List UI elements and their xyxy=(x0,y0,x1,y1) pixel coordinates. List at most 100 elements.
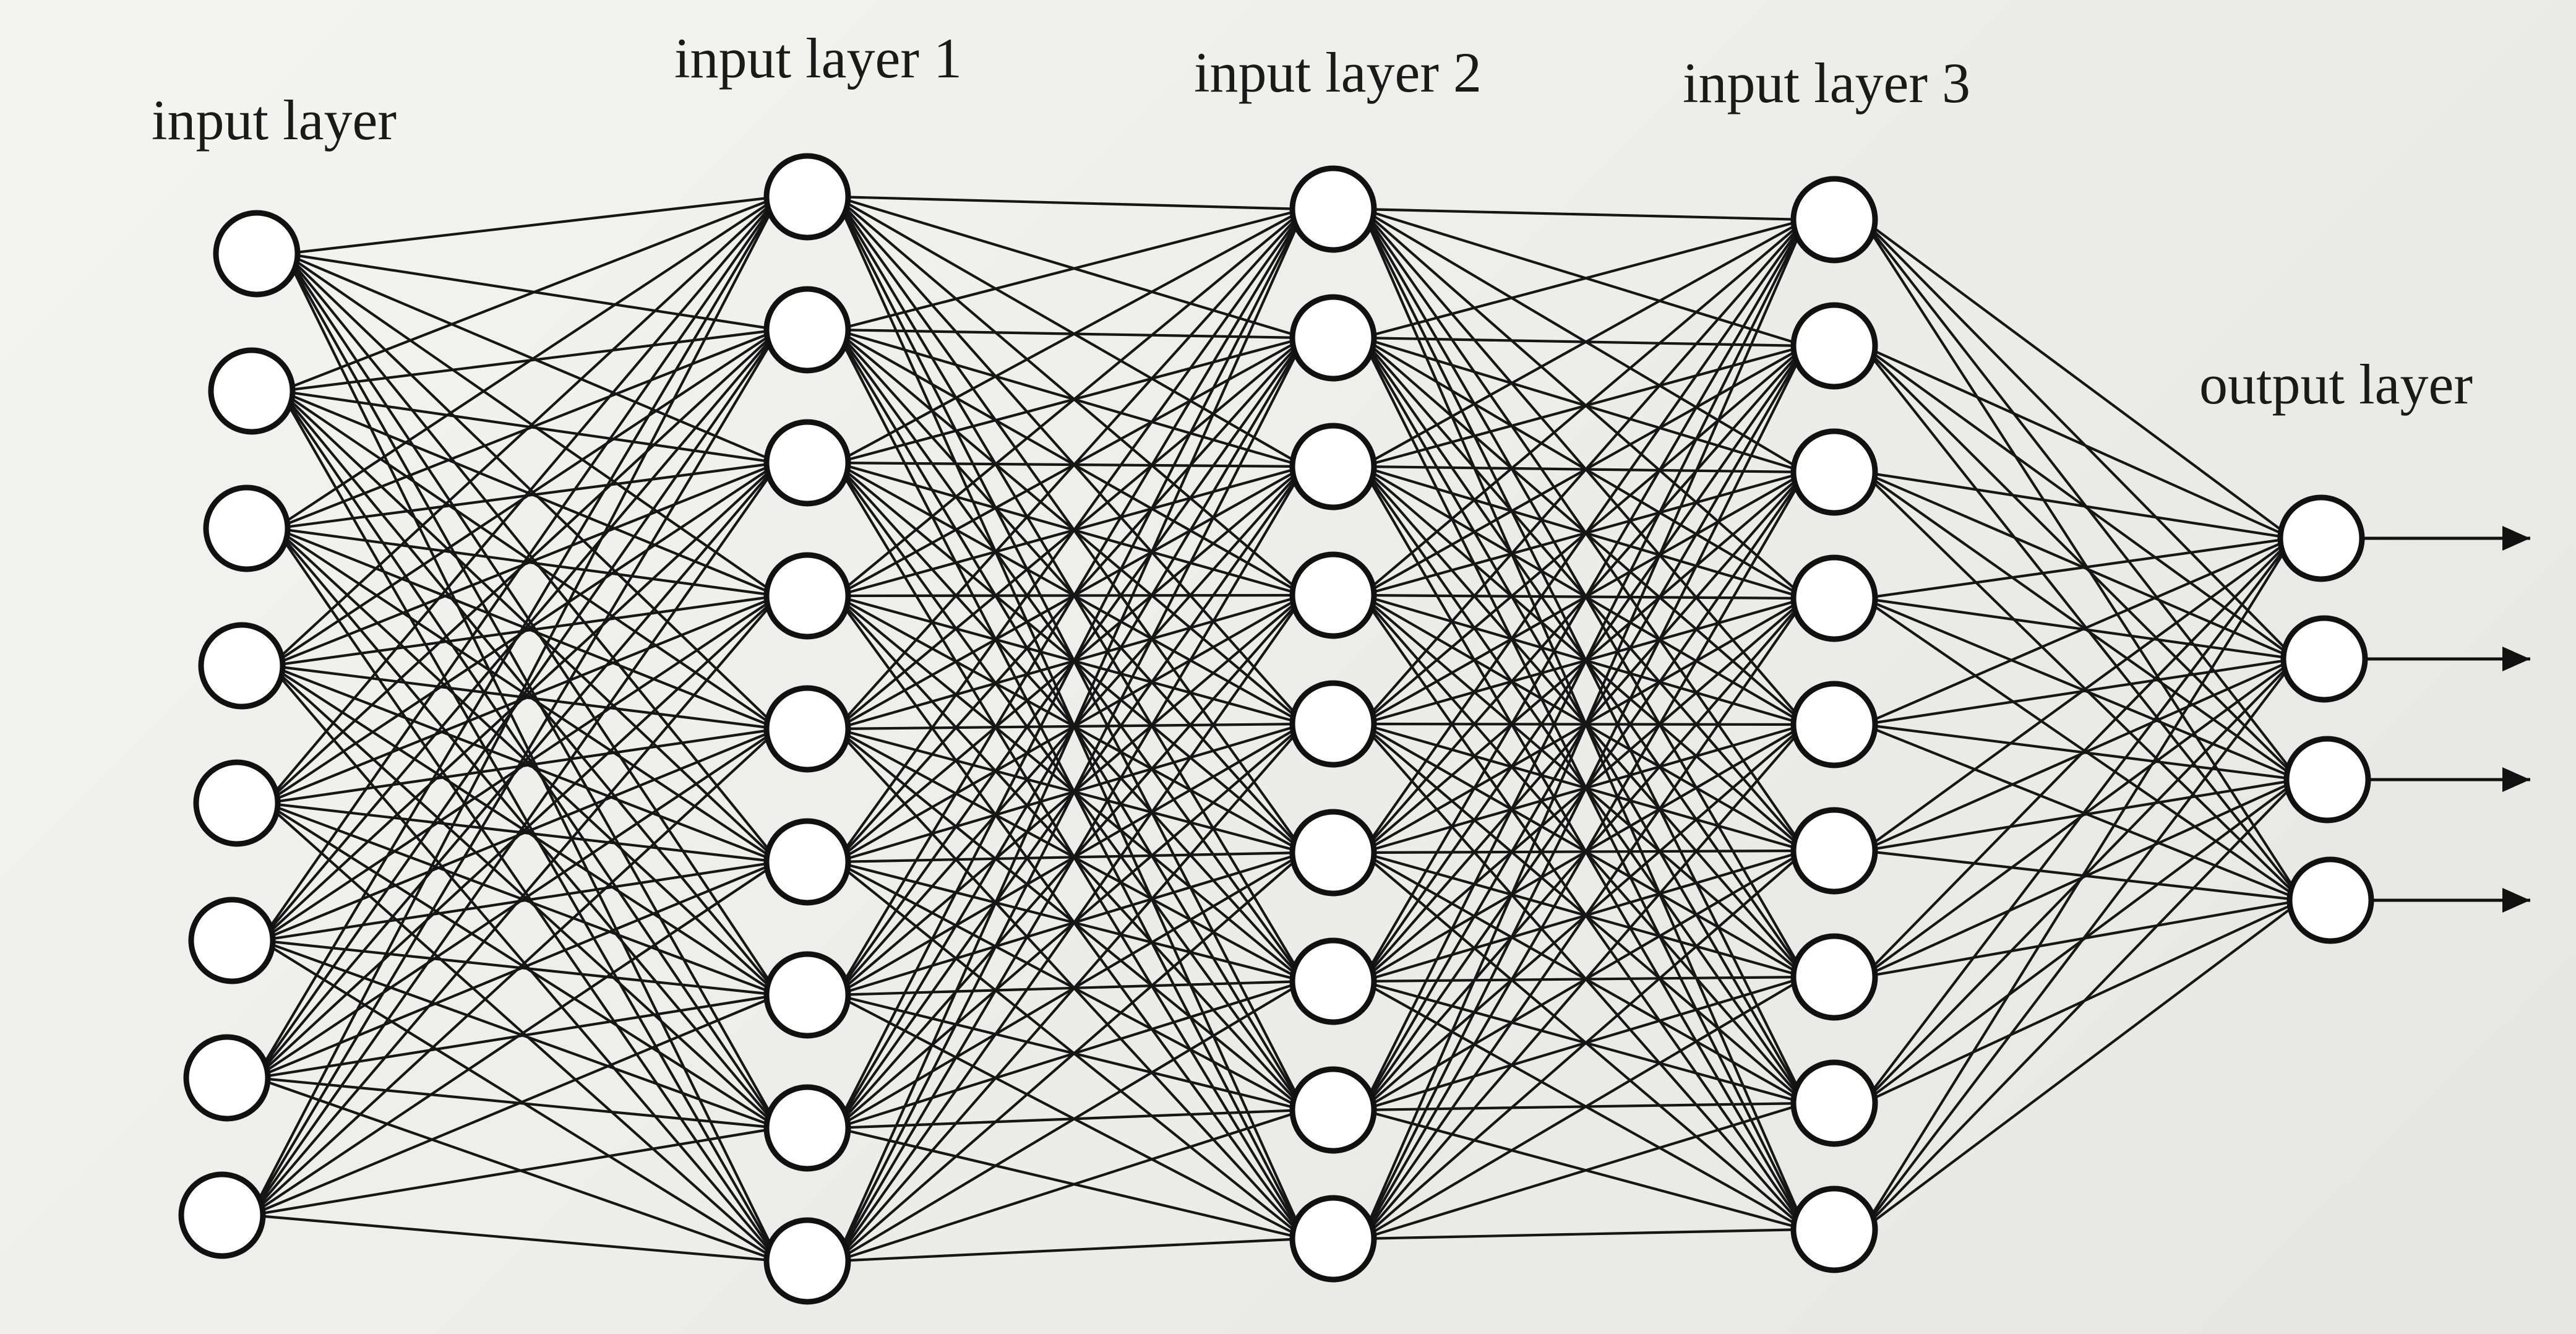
connection-hidden1-7-to-hidden2-7 xyxy=(836,1108,1305,1130)
connection-hidden1-0-to-hidden2-1 xyxy=(835,195,1305,340)
connection-hidden1-6-to-hidden2-0 xyxy=(835,208,1306,996)
connection-hidden1-2-to-hidden2-5 xyxy=(835,462,1306,854)
node-input-4 xyxy=(198,622,286,710)
connection-hidden3-8-to-output-0 xyxy=(1861,537,2294,1231)
connection-hidden1-8-to-hidden2-4 xyxy=(835,723,1306,1262)
connection-hidden1-2-to-hidden2-4 xyxy=(835,462,1305,725)
connection-hidden1-3-to-hidden2-1 xyxy=(835,337,1305,597)
node-hidden3-2 xyxy=(1790,302,1878,390)
node-hidden2-8 xyxy=(1289,1066,1377,1154)
connection-input-1-to-hidden1-0 xyxy=(280,196,779,392)
connection-hidden3-1-to-output-1 xyxy=(1861,345,2297,660)
node-hidden1-3 xyxy=(763,419,851,507)
connection-hidden1-8-to-hidden2-1 xyxy=(835,337,1306,1262)
node-hidden3-5 xyxy=(1790,681,1878,768)
node-hidden1-5 xyxy=(763,685,851,773)
connection-hidden1-0-to-hidden2-5 xyxy=(835,196,1306,854)
node-input-6 xyxy=(188,897,276,984)
connection-hidden1-2-to-hidden2-3 xyxy=(835,461,1305,597)
connection-hidden1-1-to-hidden2-0 xyxy=(835,207,1305,332)
connection-input-1-to-hidden1-7 xyxy=(279,390,780,1129)
connection-hidden3-0-to-output-0 xyxy=(1861,218,2294,540)
connection-input-2-to-hidden1-0 xyxy=(275,196,779,530)
node-input-7 xyxy=(183,1034,271,1122)
connection-hidden3-8-to-output-3 xyxy=(1861,899,2303,1231)
connection-hidden2-8-to-hidden3-7 xyxy=(1361,1101,1806,1241)
connection-input-7-to-hidden1-0 xyxy=(249,196,780,1216)
connection-hidden2-8-to-hidden3-2 xyxy=(1360,471,1807,1240)
connection-hidden1-2-to-hidden2-7 xyxy=(835,462,1306,1111)
connection-input-7-to-hidden1-2 xyxy=(249,462,780,1216)
connection-hidden1-1-to-hidden2-6 xyxy=(835,329,1306,983)
label-input-layer-2: input layer 2 xyxy=(1194,41,1482,104)
connection-hidden3-1-to-output-3 xyxy=(1861,345,2303,902)
label-input-layer-3: input layer 3 xyxy=(1683,51,1970,114)
connection-hidden1-4-to-hidden2-6 xyxy=(835,728,1305,983)
connection-hidden3-0-to-output-1 xyxy=(1861,218,2297,660)
node-hidden3-3 xyxy=(1790,428,1878,516)
connection-hidden1-8-to-hidden2-2 xyxy=(835,465,1306,1262)
connection-input-7-to-hidden1-4 xyxy=(249,728,780,1216)
node-hidden2-4 xyxy=(1289,551,1377,639)
connection-hidden1-3-to-hidden2-5 xyxy=(835,595,1305,854)
connection-hidden1-4-to-hidden2-0 xyxy=(835,208,1306,730)
connection-hidden3-2-to-output-0 xyxy=(1862,470,2293,540)
node-hidden1-2 xyxy=(763,286,851,374)
connection-hidden3-4-to-output-3 xyxy=(1862,723,2303,902)
label-output-layer: output layer xyxy=(2199,353,2473,416)
node-hidden2-6 xyxy=(1289,809,1377,897)
connection-hidden1-5-to-hidden2-5 xyxy=(836,851,1305,864)
label-input-layer-1: input layer 1 xyxy=(674,27,962,90)
connection-hidden2-8-to-hidden3-6 xyxy=(1361,976,1806,1240)
connection-hidden1-8-to-hidden2-3 xyxy=(835,594,1306,1262)
connection-hidden2-6-to-hidden3-0 xyxy=(1360,218,1807,983)
connection-hidden3-0-to-output-3 xyxy=(1861,218,2303,902)
connection-hidden2-2-to-hidden3-0 xyxy=(1361,218,1806,468)
connection-hidden2-8-to-hidden3-0 xyxy=(1360,219,1807,1239)
connection-hidden1-8-to-hidden2-6 xyxy=(835,980,1305,1262)
connection-hidden2-5-to-hidden3-0 xyxy=(1360,218,1807,854)
connection-hidden1-4-to-hidden2-5 xyxy=(835,727,1305,854)
connection-input-7-to-hidden1-5 xyxy=(250,861,779,1216)
connection-hidden3-4-to-output-0 xyxy=(1862,537,2293,726)
connection-hidden1-0-to-hidden2-3 xyxy=(835,196,1306,596)
connection-input-0-to-hidden1-6 xyxy=(284,252,780,996)
connection-hidden1-2-to-hidden2-6 xyxy=(835,462,1306,983)
connection-hidden1-1-to-hidden2-7 xyxy=(835,329,1306,1111)
node-hidden3-9 xyxy=(1790,1186,1878,1273)
connection-hidden2-8-to-hidden3-5 xyxy=(1360,850,1807,1240)
connection-hidden2-4-to-hidden3-0 xyxy=(1360,218,1807,725)
connection-hidden1-6-to-hidden2-7 xyxy=(835,993,1305,1112)
connection-hidden1-7-to-hidden2-5 xyxy=(835,851,1305,1129)
connection-input-4-to-hidden1-0 xyxy=(264,196,780,804)
node-hidden1-8 xyxy=(763,1084,851,1172)
connection-hidden1-8-to-hidden2-0 xyxy=(835,209,1306,1262)
connection-hidden1-6-to-hidden2-5 xyxy=(835,851,1305,997)
connection-input-5-to-hidden1-0 xyxy=(259,196,780,942)
connection-hidden1-0-to-hidden2-2 xyxy=(835,196,1305,468)
node-input-2 xyxy=(208,347,296,435)
node-input-8 xyxy=(178,1171,266,1259)
node-output-2 xyxy=(2280,615,2368,703)
connection-hidden3-8-to-output-1 xyxy=(1861,658,2297,1231)
connection-hidden3-6-to-output-0 xyxy=(1861,537,2294,978)
connection-hidden1-0-to-hidden2-4 xyxy=(835,196,1306,725)
connection-hidden1-1-to-hidden2-5 xyxy=(835,329,1306,854)
connection-hidden1-8-to-hidden2-8 xyxy=(836,1237,1305,1263)
connection-hidden1-7-to-hidden2-8 xyxy=(835,1126,1305,1241)
node-input-5 xyxy=(193,759,281,847)
connection-hidden2-8-to-hidden3-1 xyxy=(1360,345,1807,1239)
connection-hidden1-2-to-hidden2-0 xyxy=(835,208,1305,464)
connection-hidden1-1-to-hidden2-3 xyxy=(835,329,1305,596)
node-output-4 xyxy=(2286,856,2374,944)
connection-hidden1-3-to-hidden2-3 xyxy=(836,593,1305,598)
connection-lines xyxy=(249,195,2303,1263)
node-hidden2-9 xyxy=(1289,1195,1377,1283)
connection-hidden1-7-to-hidden2-0 xyxy=(835,209,1306,1129)
connection-hidden3-3-to-output-1 xyxy=(1862,596,2296,661)
node-hidden1-9 xyxy=(763,1217,851,1305)
connection-hidden1-3-to-hidden2-4 xyxy=(835,594,1305,726)
connection-hidden3-4-to-output-1 xyxy=(1862,657,2296,726)
node-hidden1-4 xyxy=(763,552,851,640)
